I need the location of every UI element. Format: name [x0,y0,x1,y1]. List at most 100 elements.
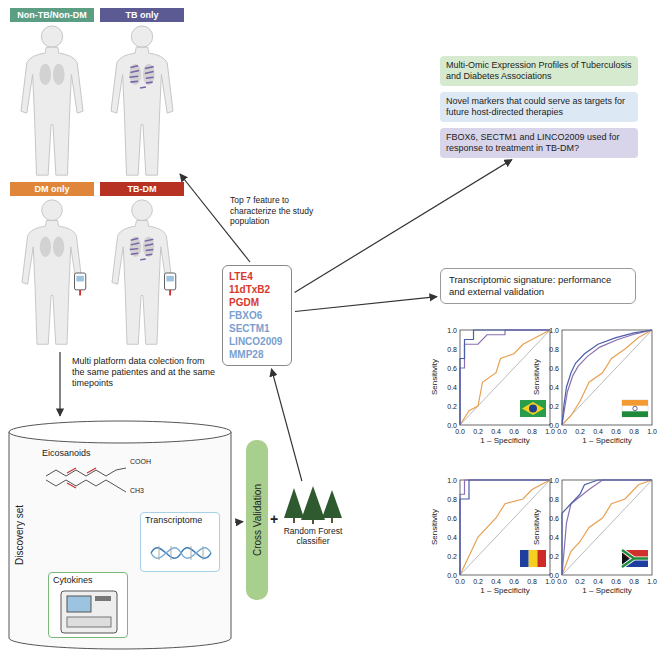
node-text: TB only [100,8,184,22]
axis-title: Sensitivity [430,359,439,395]
node-text: TB-DM [100,182,184,196]
tick-label: 0.4 [593,427,603,436]
data-panel: Eicosanoids [38,446,158,504]
tick-label: 0.6 [544,364,559,373]
tick-label: 0.6 [442,514,457,523]
connector-arrow [271,369,301,481]
tick-label: 0.4 [491,577,501,586]
node-text: Transcriptome [145,515,215,525]
tick-label: 1.0 [647,577,657,586]
annotation: Top 7 feature to characterize the study … [230,195,330,227]
node-text: Transcriptomic signature: performance an… [449,274,627,298]
axis-title: 1 – Specificity [582,586,631,595]
tick-label: 0.6 [611,427,621,436]
connector-arrow [235,521,243,523]
node-text: MMP28 [229,348,285,361]
tick-label: 0.6 [442,364,457,373]
data-panel: Transcriptome [140,512,220,572]
tick-label: 0.4 [544,383,559,392]
group-header: DM only [10,182,94,196]
validation-bar: Cross Validation [246,440,268,600]
tick-label: 0.0 [442,421,457,430]
tick-label: 0.0 [455,577,465,586]
node-text: Eicosanoids [42,448,154,458]
node-text: SECTM1 [229,322,285,335]
axis-title: 1 – Specificity [480,586,529,595]
tick-label: 1.0 [442,326,457,335]
node-text: Cytokines [53,575,123,585]
tick-label: 0.2 [544,552,559,561]
tick-label: 0.8 [629,427,639,436]
node-text: Random Forest classifier [282,526,344,546]
tick-label: 0.8 [629,577,639,586]
classifier-box: Random Forest classifier [282,484,344,560]
feature-box: LTE411dTxB2PGDMFBXO6SECTM1LINCO2009MMP28 [222,265,292,366]
node-text: DM only [10,182,94,196]
axis-title: Sensitivity [532,509,541,545]
chem-label: COOH [130,458,151,465]
axis-title: 1 – Specificity [582,436,631,445]
node-text: Novel markers that could serve as target… [446,96,632,118]
outcome-box: FBOX6, SECTM1 and LINCO2009 used for res… [440,128,638,158]
tick-label: 0.8 [544,495,559,504]
tick-label: 0.4 [593,577,603,586]
axis-title: Sensitivity [532,359,541,395]
group-header: Non-TB/Non-DM [10,8,94,22]
process-box: Transcriptomic signature: performance an… [440,268,636,304]
node-text: PGDM [229,296,285,309]
node-text: Discovery set [14,420,25,650]
tick-label: 0.2 [442,402,457,411]
outcome-box: Multi-Omic Expression Profiles of Tuberc… [440,56,638,86]
tick-label: 0.6 [544,514,559,523]
leader-arrow [59,352,60,416]
tick-label: 0.8 [527,577,537,586]
node-text: LTE4 [229,270,285,283]
roc-plots [460,330,652,575]
node-text: LINCO2009 [229,335,285,348]
node-text: 11dTxB2 [229,283,285,296]
tick-label: 0.0 [442,571,457,580]
outcome-box: Novel markers that could serve as target… [440,92,638,122]
tick-label: 0.8 [527,427,537,436]
node-text: Non-TB/Non-DM [10,8,94,22]
tick-label: 1.0 [647,427,657,436]
tick-label: 0.0 [544,571,559,580]
tick-label: 1.0 [442,476,457,485]
tick-label: 0.4 [442,383,457,392]
tick-label: 0.4 [544,533,559,542]
tick-label: 1.0 [544,476,559,485]
tick-label: 0.0 [544,421,559,430]
tick-label: 0.2 [473,577,483,586]
plus-sign: + [270,511,278,527]
tick-label: 0.8 [442,345,457,354]
chem-label: CH3 [130,487,144,494]
tick-label: 0.4 [491,427,501,436]
axis-title: 1 – Specificity [480,436,529,445]
icon [282,484,344,560]
tick-label: 0.4 [442,533,457,542]
tick-label: 1.0 [544,326,559,335]
tick-label: 0.6 [611,577,621,586]
tick-label: 0.6 [509,577,519,586]
tick-label: 0.0 [557,427,567,436]
discovery-cylinder: Discovery set EicosanoidsTranscriptomeCyt… [8,420,232,650]
tick-label: 0.2 [544,402,559,411]
annotation: Multi platform data colection from the s… [72,356,217,389]
tick-label: 0.0 [455,427,465,436]
tick-label: 0.8 [442,495,457,504]
group-header: TB only [100,8,184,22]
group-header: TB-DM [100,182,184,196]
node-text: FBOX6, SECTM1 and LINCO2009 used for res… [446,132,632,154]
tick-label: 0.2 [575,577,585,586]
axis-title: Sensitivity [430,509,439,545]
connector-arrow [295,297,437,312]
tick-label: 0.8 [544,345,559,354]
tick-label: 0.0 [557,577,567,586]
node-text: Cross Validation [252,484,263,556]
tick-label: 0.2 [473,427,483,436]
tick-label: 0.2 [575,427,585,436]
tick-label: 0.2 [442,552,457,561]
node-text: Multi-Omic Expression Profiles of Tuberc… [446,60,632,82]
tick-label: 0.6 [509,427,519,436]
data-panel: Cytokines [48,572,128,638]
